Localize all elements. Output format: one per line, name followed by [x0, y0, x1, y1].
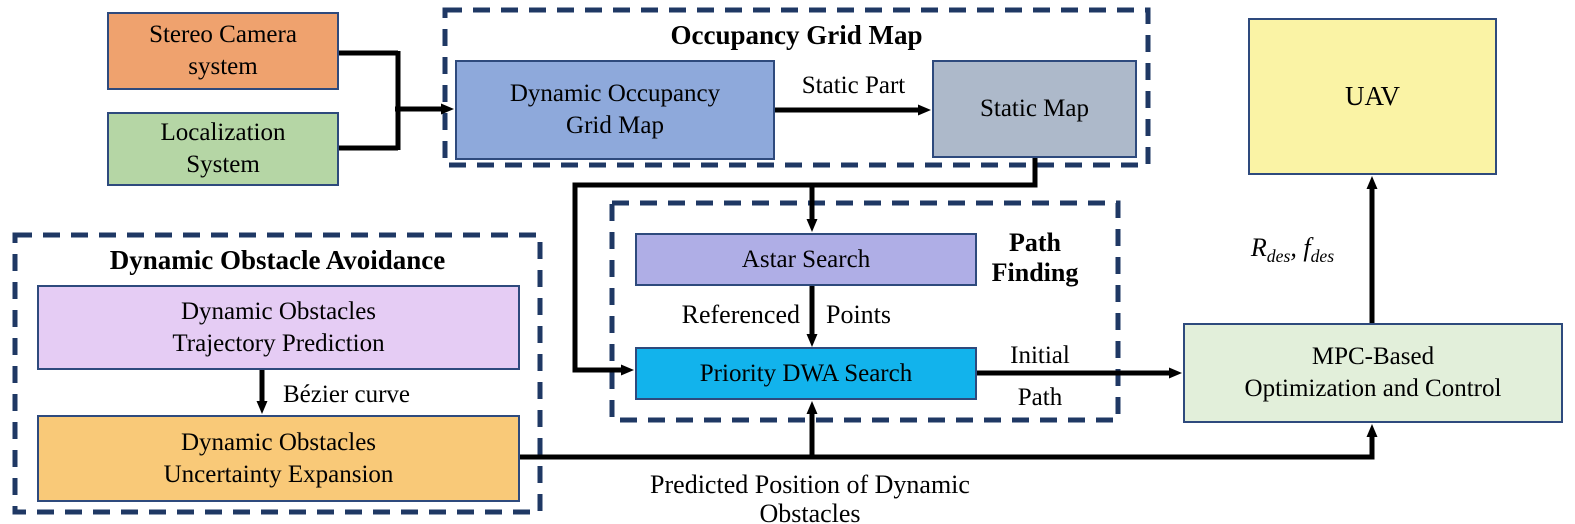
dynamic-occupancy-line1: Dynamic Occupancy — [509, 80, 721, 107]
node-uncertainty-expansion: Dynamic Obstacles Uncertainty Expansion — [37, 415, 520, 502]
edge-label-bezier-curve: Bézier curve — [283, 381, 411, 408]
node-dynamic-occupancy-grid-map: Dynamic Occupancy Grid Map — [455, 60, 775, 160]
path-finding-title-line2: Finding — [991, 257, 1079, 287]
edge-label-uav-command: Rdes, fdes — [1225, 233, 1360, 267]
edge-label-points: Points — [826, 300, 892, 329]
edge-label-initial: Initial — [1010, 342, 1070, 369]
group-title-dynamic-obstacle-avoidance: Dynamic Obstacle Avoidance — [109, 245, 446, 275]
edge-uncertainty-to-mpc — [520, 424, 1378, 460]
edge-label-referenced: Referenced — [681, 300, 800, 329]
trajectory-prediction-line1: Dynamic Obstacles — [180, 297, 377, 325]
trajectory-prediction-line2: Trajectory Prediction — [172, 329, 385, 357]
node-localization: Localization System — [107, 112, 339, 186]
node-trajectory-prediction: Dynamic Obstacles Trajectory Prediction — [37, 285, 520, 370]
node-uav: UAV — [1248, 18, 1497, 175]
stereo-camera-line2: system — [188, 53, 258, 80]
uav-command-separator: , — [1290, 233, 1304, 262]
uav-label: UAV — [1344, 81, 1400, 112]
mpc-line2: Optimization and Control — [1244, 375, 1502, 402]
priority-dwa-label: Priority DWA Search — [699, 359, 913, 387]
edge-label-static-part: Static Part — [801, 72, 906, 99]
localization-line1: Localization — [160, 119, 286, 146]
static-map-label: Static Map — [979, 95, 1089, 122]
localization-line2: System — [186, 151, 260, 178]
dynamic-occupancy-line2: Grid Map — [566, 112, 664, 139]
edge-sensors-junction — [335, 50, 401, 151]
mpc-line1: MPC-Based — [1311, 343, 1435, 370]
uav-command-f-sub: des — [1310, 246, 1335, 267]
uav-command-r-sub: des — [1266, 246, 1291, 267]
group-title-occupancy-grid-map: Occupancy Grid Map — [670, 20, 923, 50]
edge-label-path: Path — [1017, 384, 1063, 411]
uav-command-r: R — [1250, 233, 1267, 262]
astar-search-label: Astar Search — [741, 245, 871, 273]
node-priority-dwa-search: Priority DWA Search — [635, 347, 977, 400]
stereo-camera-line1: Stereo Camera — [149, 21, 297, 48]
node-mpc-optimization-control: MPC-Based Optimization and Control — [1183, 323, 1563, 423]
uncertainty-expansion-line1: Dynamic Obstacles — [180, 428, 377, 456]
uav-command-f: f — [1303, 233, 1311, 262]
group-title-path-finding: Path Finding — [965, 228, 1105, 288]
edge-label-predicted-position: Predicted Position of Dynamic Obstacles — [650, 470, 970, 524]
node-static-map: Static Map — [932, 60, 1137, 158]
uncertainty-expansion-line2: Uncertainty Expansion — [163, 460, 394, 488]
node-stereo-camera: Stereo Camera system — [107, 12, 339, 90]
node-astar-search: Astar Search — [635, 233, 977, 286]
path-finding-title-line1: Path — [1009, 228, 1061, 257]
